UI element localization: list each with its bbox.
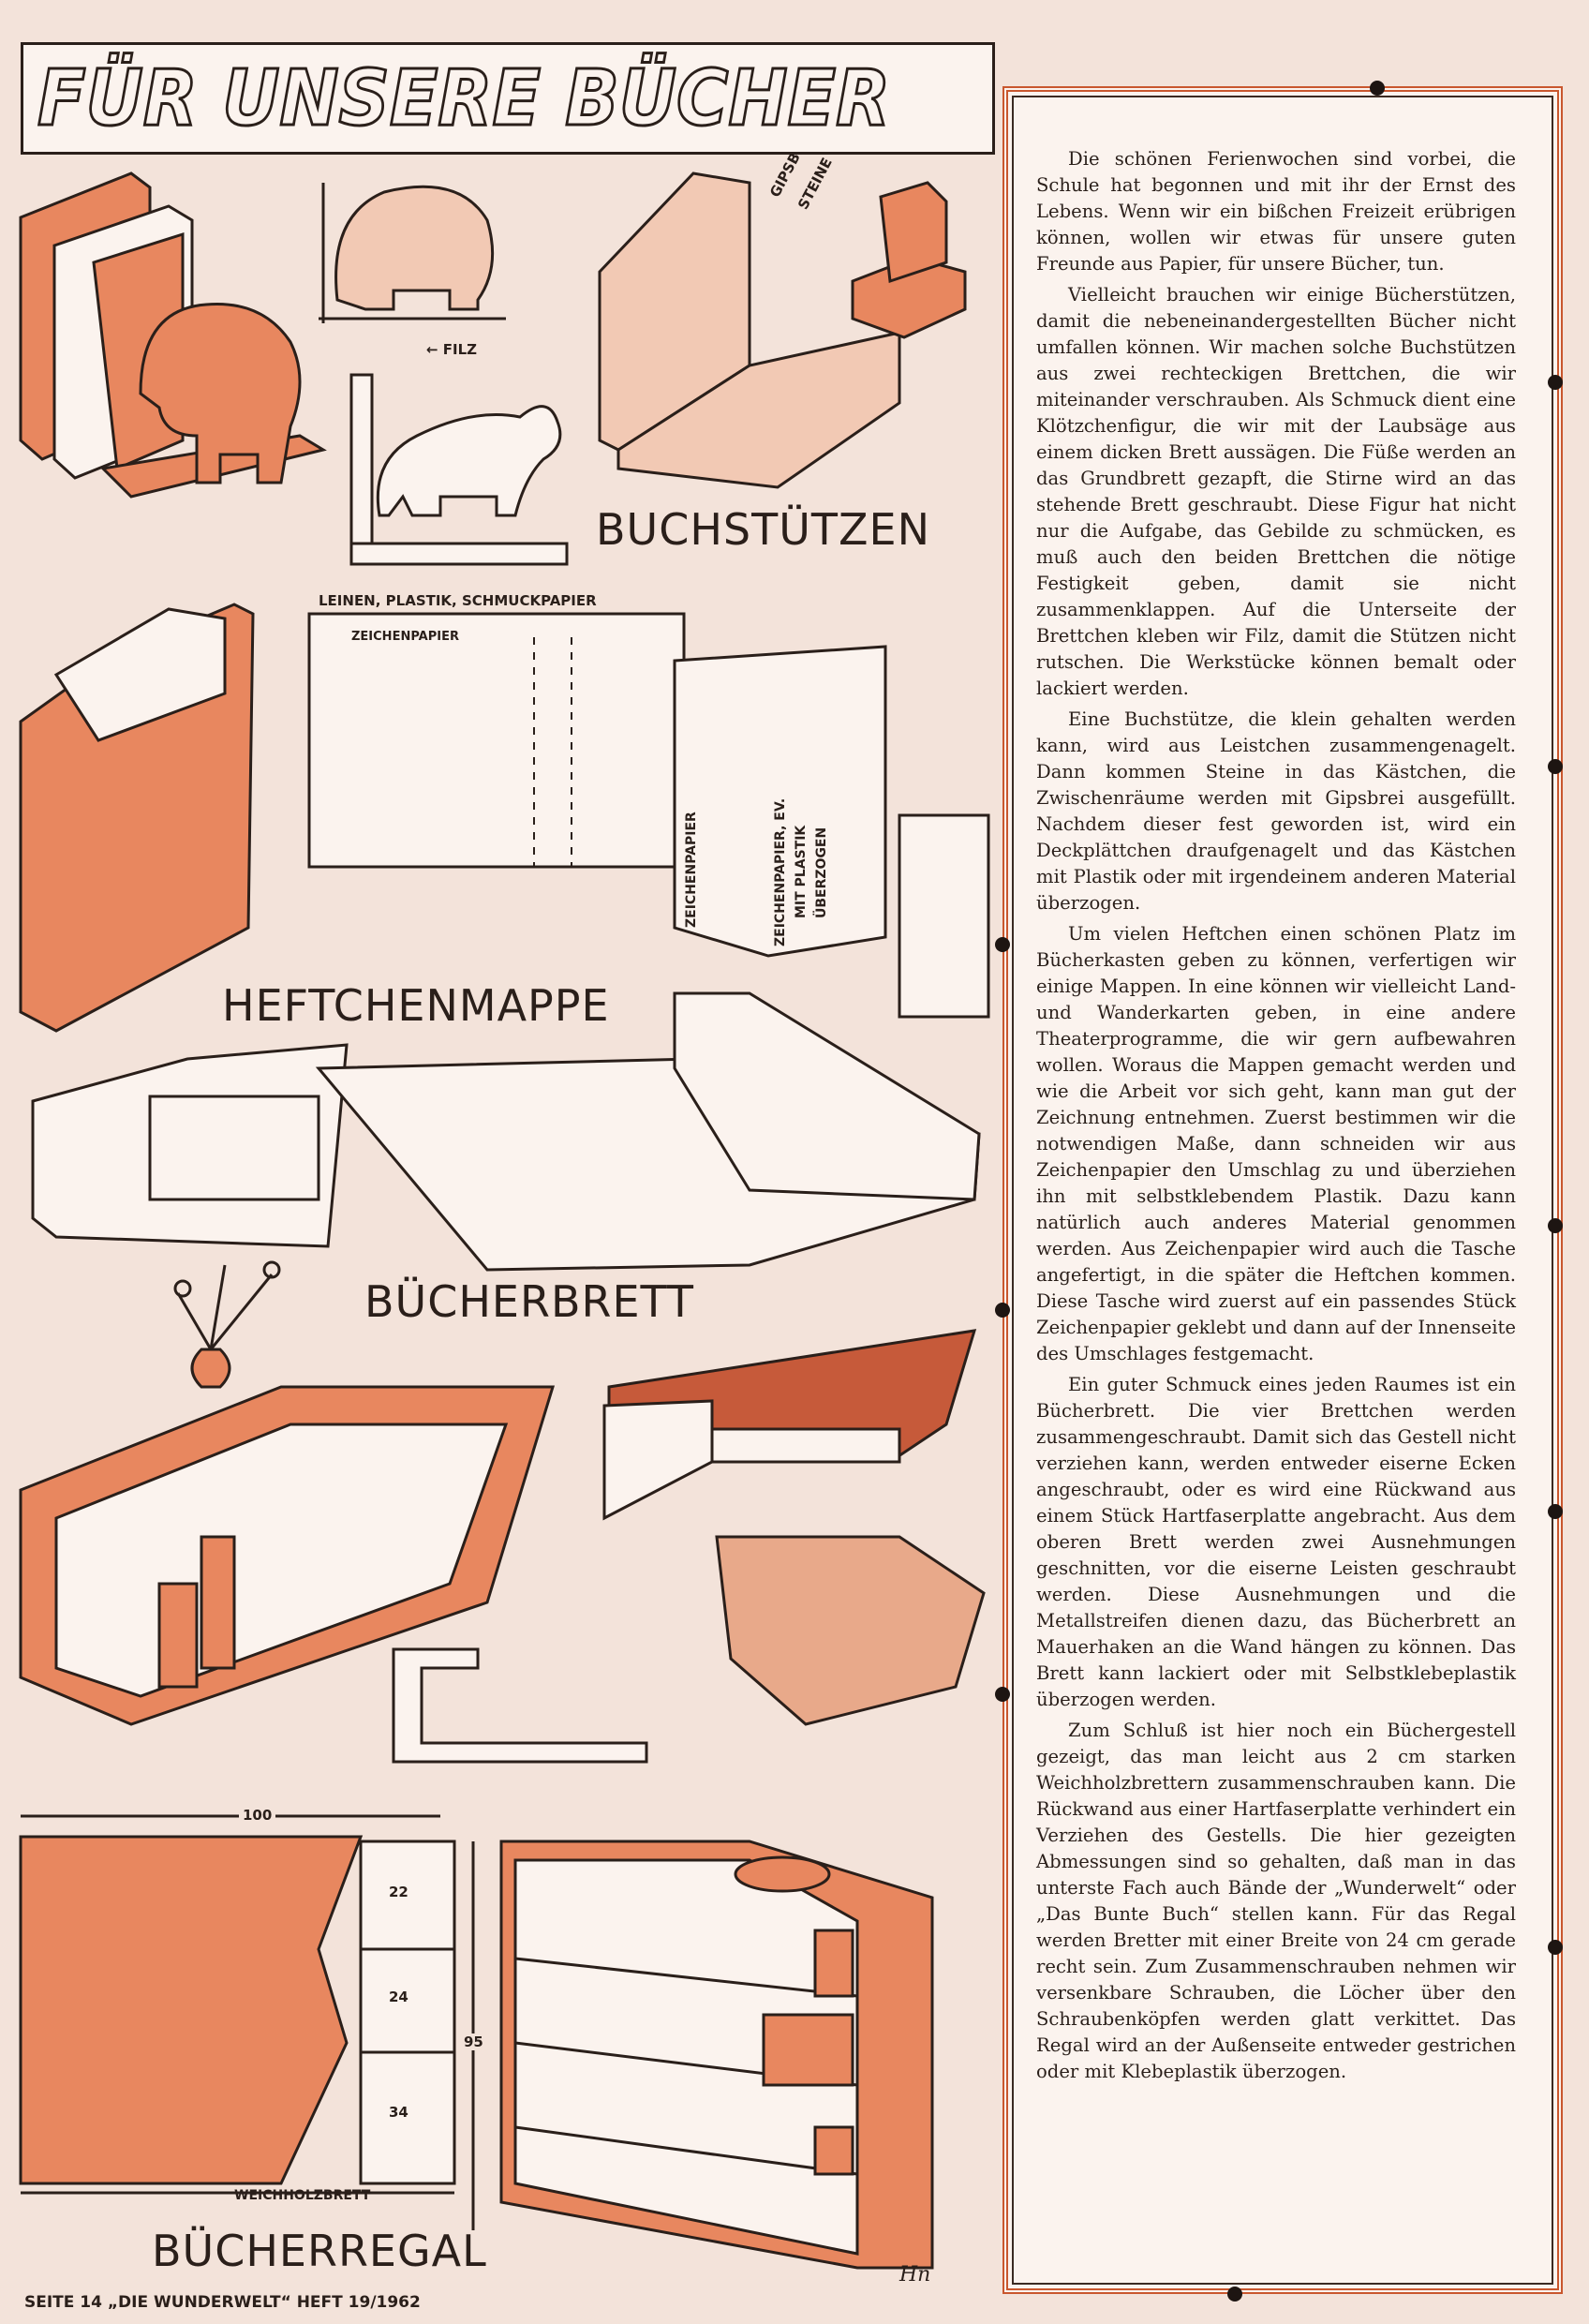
flower-vase-illustration	[173, 1260, 281, 1389]
shelf-corner-detail	[602, 1329, 986, 1726]
bookshelf-wall-illustration	[19, 1385, 556, 1726]
softwood-label: WEICHHOLZBRETT	[234, 2188, 371, 2203]
bookend-elephant-side-view	[319, 183, 506, 323]
felt-label: ← FILZ	[426, 341, 478, 358]
rivet-icon	[995, 1303, 1010, 1318]
pocket-label-3: ÜBERZOGEN	[814, 827, 829, 918]
section-title-bookcase: BÜCHERREGAL	[152, 2226, 487, 2276]
bookcase-dimension-drawing	[19, 1814, 475, 2230]
section-title-folder: HEFTCHENMAPPE	[222, 980, 610, 1031]
article-paragraph: Die schönen Ferienwochen sind vorbei, di…	[1036, 148, 1516, 275]
drawing-paper-vertical-label: ZEICHENPAPIER	[684, 812, 699, 928]
dim-34-label: 34	[389, 2104, 408, 2121]
article-paragraph: Ein guter Schmuck eines jeden Raumes ist…	[1036, 1374, 1516, 1710]
article-paragraph: Eine Buchstütze, die klein gehalten werd…	[1036, 708, 1516, 914]
article-frame	[1002, 86, 1563, 2294]
bookcase-illustration	[499, 1840, 934, 2270]
folder-layout-illustration	[307, 612, 990, 1019]
artist-signature: Hn	[899, 2263, 931, 2287]
rivet-icon	[1548, 759, 1563, 774]
pocket-label-1: ZEICHENPAPIER, EV.	[773, 797, 788, 946]
dim-22-label: 22	[389, 1884, 408, 1900]
bookend-bear-illustration	[349, 373, 569, 566]
folder-book-illustration	[19, 603, 255, 1033]
illustrations	[19, 171, 990, 2270]
drawing-paper-label: ZEICHENPAPIER	[351, 630, 459, 644]
rivet-icon	[1370, 81, 1385, 96]
rivet-icon	[995, 1687, 1010, 1702]
rivet-icon	[1548, 1940, 1563, 1955]
rivet-icon	[1548, 1218, 1563, 1233]
rivet-icon	[995, 937, 1010, 952]
article-text: Die schönen Ferienwochen sind vorbei, di…	[1036, 146, 1516, 2090]
section-title-bookends: BUCHSTÜTZEN	[596, 504, 930, 555]
folder-open-illustration	[31, 991, 981, 1272]
article-paragraph: Vielleicht brauchen wir einige Bücherstü…	[1036, 284, 1516, 699]
bookend-elephant-illustration	[19, 171, 327, 499]
rivet-icon	[1227, 2287, 1242, 2302]
dim-24-label: 24	[389, 1989, 408, 2005]
width-100-label: 100	[239, 1807, 276, 1824]
rivet-icon	[1548, 375, 1563, 390]
pocket-label-2: MIT PLASTIK	[794, 825, 809, 918]
article-paragraph: Zum Schluß ist hier noch ein Büchergeste…	[1036, 1720, 1516, 2082]
page-title: FÜR UNSERE BÜCHER	[37, 53, 892, 145]
materials-label: LEINEN, PLASTIK, SCHMUCKPAPIER	[319, 592, 597, 609]
stone-box-bookend-illustration	[598, 171, 967, 489]
rivet-icon	[1548, 1504, 1563, 1519]
page-footer: SEITE 14 „DIE WUNDERWELT“ HEFT 19/1962	[24, 2293, 421, 2312]
section-title-shelf: BÜCHERBRETT	[364, 1276, 694, 1327]
article-paragraph: Um vielen Heftchen einen schönen Platz i…	[1036, 923, 1516, 1364]
height-95-label: 95	[464, 2034, 483, 2050]
title-box	[21, 42, 995, 155]
shelf-bracket-detail	[392, 1647, 648, 1764]
